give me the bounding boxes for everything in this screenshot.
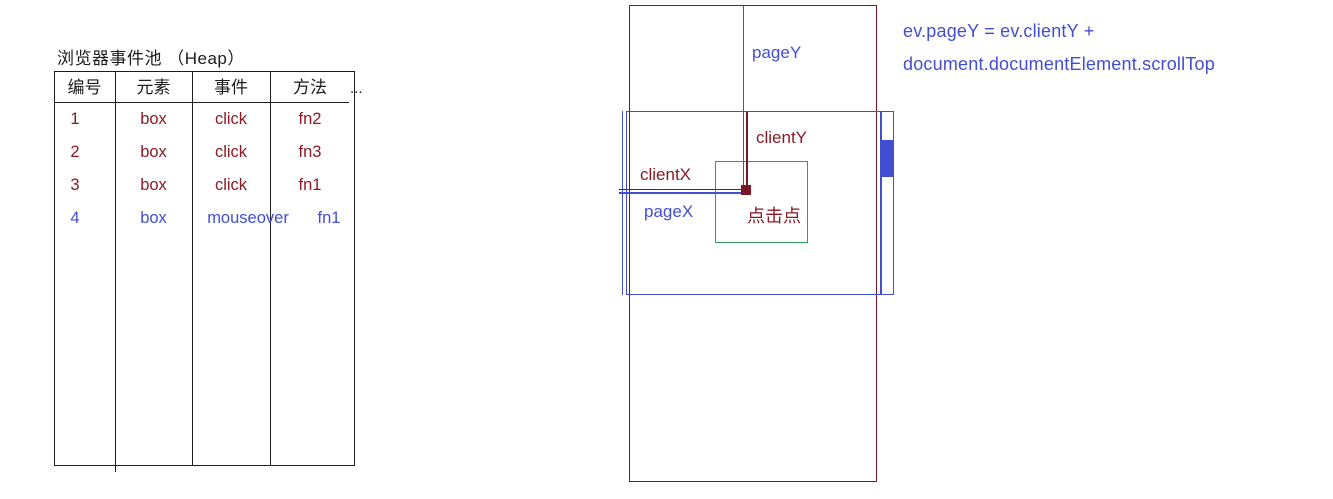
viewport-rect <box>626 111 894 295</box>
pagey-line <box>742 6 744 185</box>
column-header-element: 元素 <box>136 78 171 97</box>
cell-no: 3 <box>70 176 80 194</box>
cell-event: mouseover <box>207 209 289 227</box>
clientx-label: clientX <box>640 165 692 184</box>
cell-element: box <box>140 176 167 194</box>
page-rect <box>629 5 877 482</box>
cell-no: 1 <box>70 110 80 128</box>
column-header-method: 方法 <box>293 78 327 97</box>
pagex-line <box>619 192 742 194</box>
cell-no: 4 <box>70 209 80 227</box>
clienty-line <box>746 112 748 185</box>
cell-method: fn2 <box>298 110 322 128</box>
formula-line-2: document.documentElement.scrollTop <box>903 54 1215 74</box>
heap-table-border <box>54 71 355 466</box>
cell-no: 2 <box>70 143 80 161</box>
column-header-no: 编号 <box>67 78 102 97</box>
cell-event: click <box>214 176 248 194</box>
clienty-label: clientY <box>756 128 808 147</box>
target-box-rect <box>715 161 808 243</box>
scrollbar-track-line <box>880 112 882 294</box>
pagey-label: pageY <box>752 43 802 62</box>
cell-element: box <box>140 143 167 161</box>
cell-method: fn1 <box>317 209 341 227</box>
click-point-label: 点击点 <box>747 206 801 226</box>
click-point-marker <box>741 185 751 195</box>
formula-line-1: ev.pageY = ev.clientY + <box>903 21 1095 41</box>
pagex-label: pageX <box>644 202 694 221</box>
header-separator-line <box>54 101 349 103</box>
column-line-3 <box>269 72 271 465</box>
clientx-line <box>619 188 742 190</box>
cell-element: box <box>140 110 167 128</box>
cell-method: fn1 <box>298 176 322 194</box>
column-header-event: 事件 <box>214 78 248 97</box>
cell-method: fn3 <box>298 143 322 161</box>
heap-title: 浏览器事件池 （Heap） <box>57 49 245 68</box>
column-line-1 <box>114 72 116 472</box>
column-line-2 <box>191 72 193 465</box>
scrollbar-thumb <box>881 140 894 177</box>
table-ellipsis: ... <box>350 80 363 97</box>
cell-event: click <box>214 143 248 161</box>
cell-element: box <box>140 209 167 227</box>
viewport-left-double-line <box>622 111 624 295</box>
cell-event: click <box>214 110 248 128</box>
